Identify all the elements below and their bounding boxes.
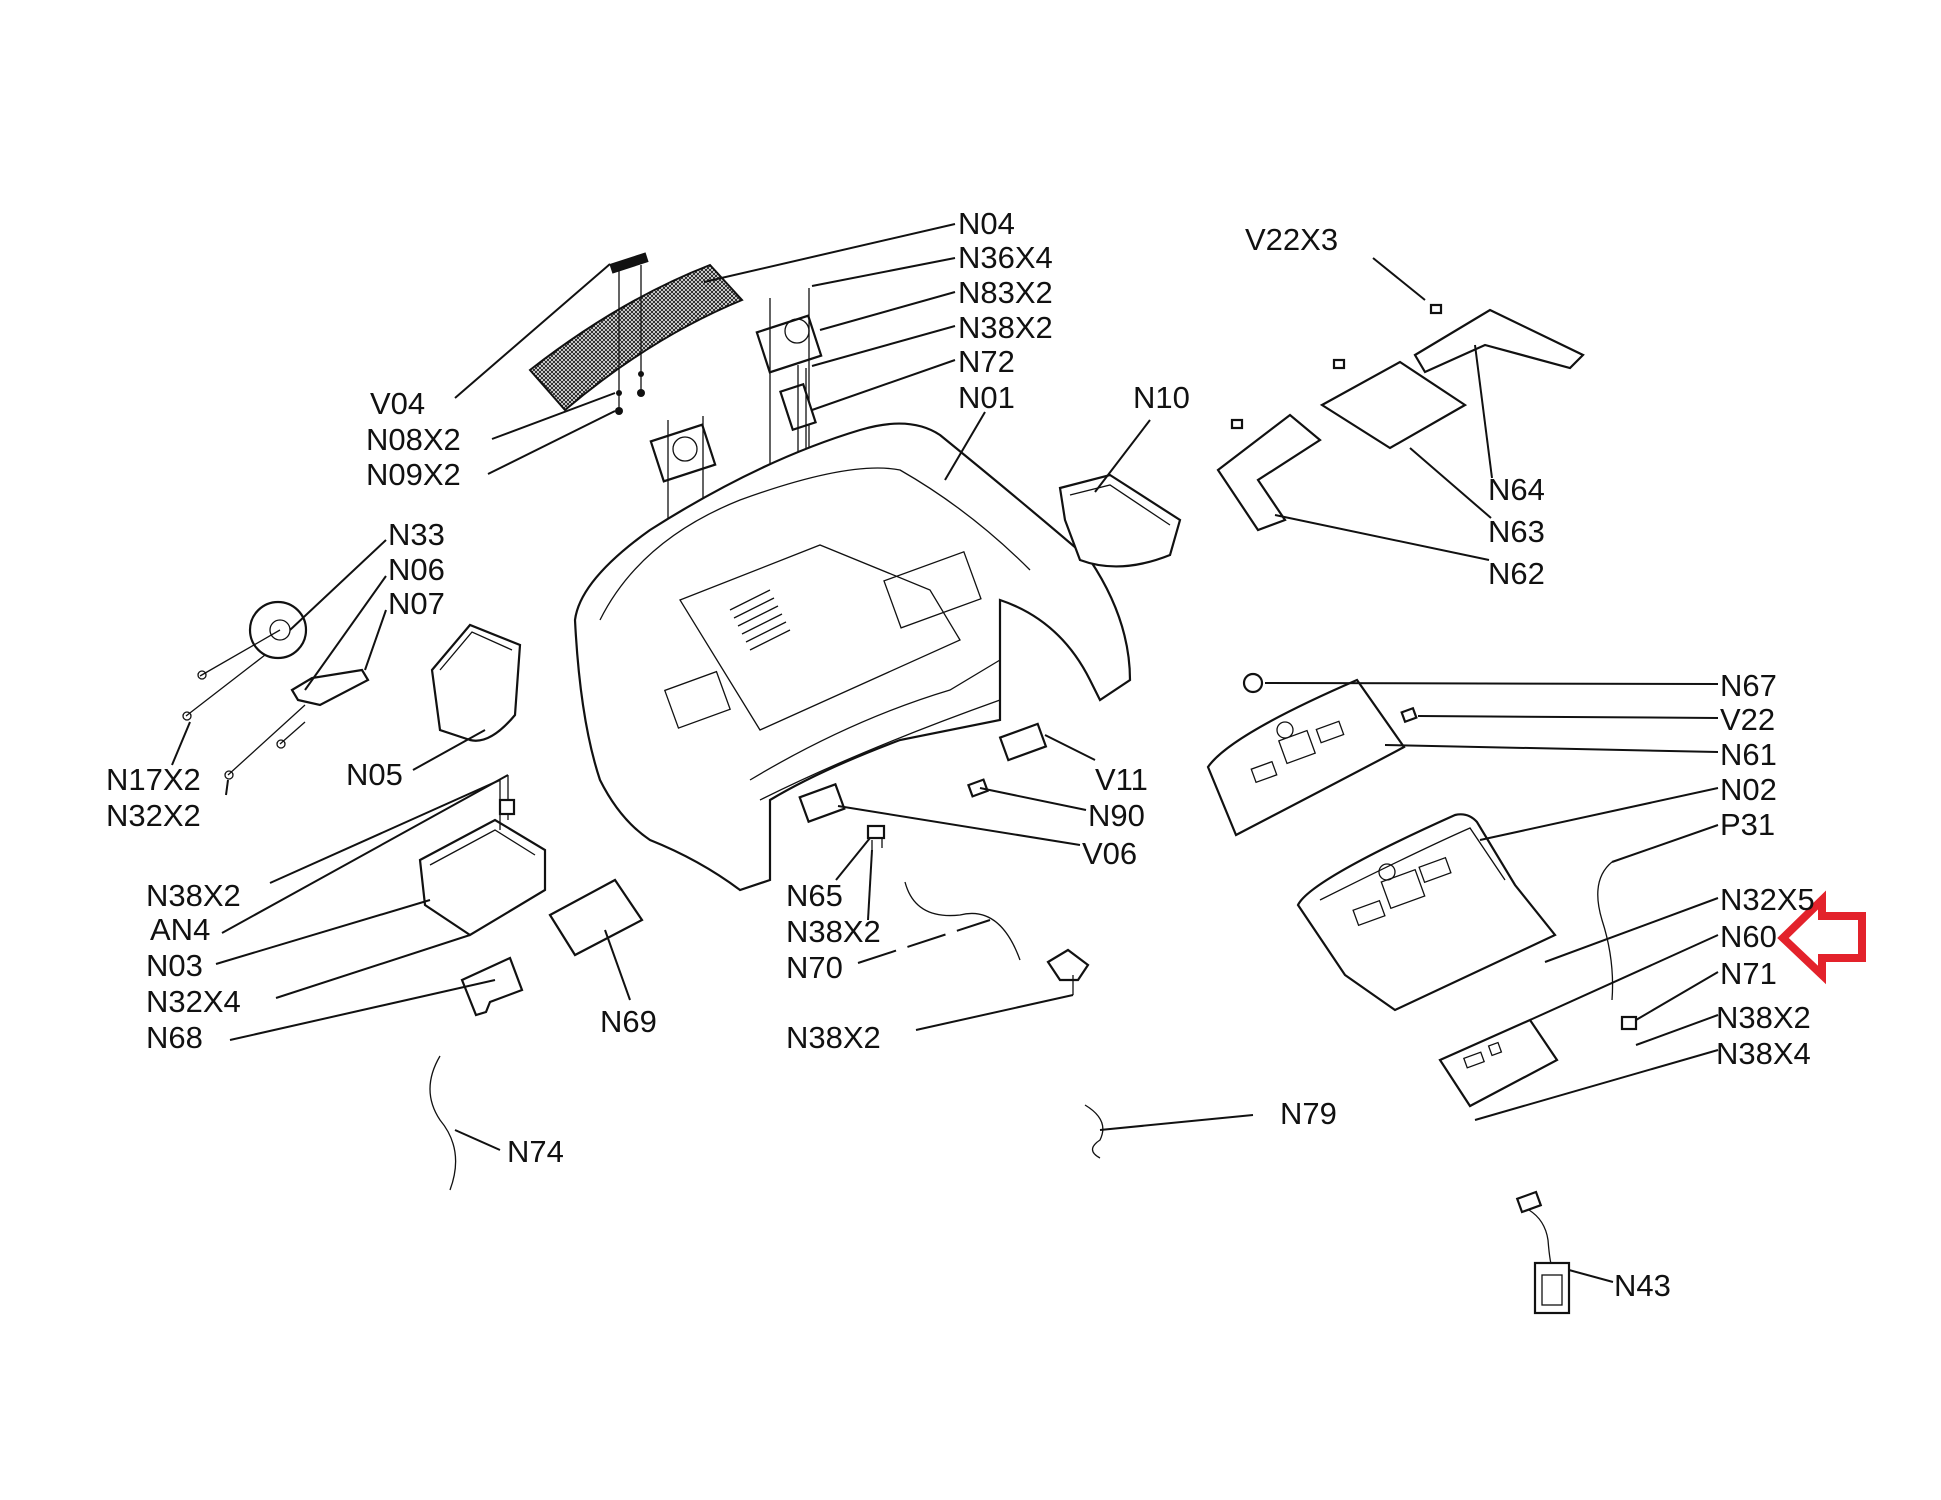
label-N43: N43 bbox=[1614, 1268, 1671, 1303]
label-V11: V11 bbox=[1095, 762, 1148, 797]
button-n67 bbox=[1242, 672, 1264, 694]
sticker-v22x3-a bbox=[1230, 418, 1244, 430]
label-n69 bbox=[548, 878, 644, 957]
cable-n70 bbox=[904, 881, 1021, 961]
overlay-n64 bbox=[1413, 308, 1585, 374]
label-N33: N33 bbox=[388, 517, 445, 552]
label-V22X3: V22X3 bbox=[1245, 222, 1338, 257]
cable-n74 bbox=[429, 1055, 457, 1191]
label-N90: N90 bbox=[1088, 798, 1145, 833]
cup-holder-n10 bbox=[1058, 473, 1182, 568]
fan-n33 bbox=[182, 600, 308, 721]
label-N09X2: N09X2 bbox=[366, 457, 461, 492]
label-N32X5: N32X5 bbox=[1720, 882, 1815, 917]
bracket-n03 bbox=[418, 775, 547, 937]
label-N67: N67 bbox=[1720, 668, 1777, 703]
label-N64: N64 bbox=[1488, 472, 1545, 507]
leader-lines bbox=[171, 223, 1719, 1283]
label-N65: N65 bbox=[786, 878, 843, 913]
label-N38X4: N38X4 bbox=[1716, 1036, 1811, 1071]
label-N38X2-right: N38X2 bbox=[1716, 1000, 1811, 1035]
label-N06: N06 bbox=[388, 552, 445, 587]
sticker-v22x3-b bbox=[1332, 358, 1346, 370]
overlay-panel-n61 bbox=[1206, 678, 1406, 837]
highlight-arrow bbox=[1777, 890, 1866, 985]
label-N69: N69 bbox=[600, 1004, 657, 1039]
label-AN4: AN4 bbox=[150, 912, 210, 947]
overlay-n63 bbox=[1319, 360, 1468, 450]
label-N38X2-bottom: N38X2 bbox=[786, 1020, 881, 1055]
label-N01: N01 bbox=[958, 380, 1015, 415]
safety-key-n43 bbox=[1515, 1190, 1571, 1315]
label-V04: V04 bbox=[370, 386, 425, 421]
label-N17X2: N17X2 bbox=[106, 762, 201, 797]
pcb-n60 bbox=[1438, 1018, 1559, 1108]
label-N02: N02 bbox=[1720, 772, 1777, 807]
cable-n79 bbox=[1084, 1104, 1104, 1159]
sensor-n65 bbox=[866, 824, 886, 850]
part-labels: N04 N36X4 N83X2 N38X2 N72 N01 V04 N08X2 … bbox=[106, 206, 1815, 1303]
label-N61: N61 bbox=[1720, 737, 1777, 772]
cup-holder-n05 bbox=[430, 623, 522, 742]
label-N63: N63 bbox=[1488, 514, 1545, 549]
label-n68 bbox=[460, 956, 524, 1017]
label-N38X2-top: N38X2 bbox=[958, 310, 1053, 345]
label-N70: N70 bbox=[786, 950, 843, 985]
label-N71: N71 bbox=[1720, 956, 1777, 991]
label-N32X2: N32X2 bbox=[106, 798, 201, 833]
label-N05: N05 bbox=[346, 757, 403, 792]
label-N03: N03 bbox=[146, 948, 203, 983]
label-v11 bbox=[998, 722, 1048, 762]
sticker-v22 bbox=[1400, 706, 1418, 724]
label-N72: N72 bbox=[958, 344, 1015, 379]
fan-bracket-n06 bbox=[224, 668, 370, 780]
label-N68: N68 bbox=[146, 1020, 203, 1055]
label-N38X2-mid: N38X2 bbox=[786, 914, 881, 949]
label-n90 bbox=[967, 778, 989, 798]
label-N83X2: N83X2 bbox=[958, 275, 1053, 310]
label-N62: N62 bbox=[1488, 556, 1545, 591]
label-N38X2-left: N38X2 bbox=[146, 878, 241, 913]
label-N60: N60 bbox=[1720, 919, 1777, 954]
label-P31: P31 bbox=[1720, 807, 1775, 842]
overlay-n62 bbox=[1216, 413, 1322, 532]
cable-p31 bbox=[1597, 861, 1614, 1001]
label-N04: N04 bbox=[958, 206, 1015, 241]
label-N74: N74 bbox=[507, 1134, 564, 1169]
label-N79: N79 bbox=[1280, 1096, 1337, 1131]
bracket-n38 bbox=[1046, 948, 1090, 995]
label-V22: V22 bbox=[1720, 702, 1775, 737]
label-N36X4: N36X4 bbox=[958, 240, 1053, 275]
label-N08X2: N08X2 bbox=[366, 422, 461, 457]
label-v06 bbox=[798, 782, 846, 824]
grille-v04 bbox=[528, 252, 744, 415]
vent-grille bbox=[729, 589, 791, 651]
label-V06: V06 bbox=[1082, 836, 1137, 871]
label-N32X4: N32X4 bbox=[146, 984, 241, 1019]
label-N07: N07 bbox=[388, 586, 445, 621]
label-N10: N10 bbox=[1133, 380, 1190, 415]
console-face-n02 bbox=[1296, 813, 1557, 1012]
console-body-n01 bbox=[573, 422, 1132, 892]
speaker-bracket-n83-top bbox=[755, 288, 823, 600]
sensor-n71 bbox=[1620, 1015, 1638, 1031]
sticker-v22x3-c bbox=[1429, 303, 1443, 315]
